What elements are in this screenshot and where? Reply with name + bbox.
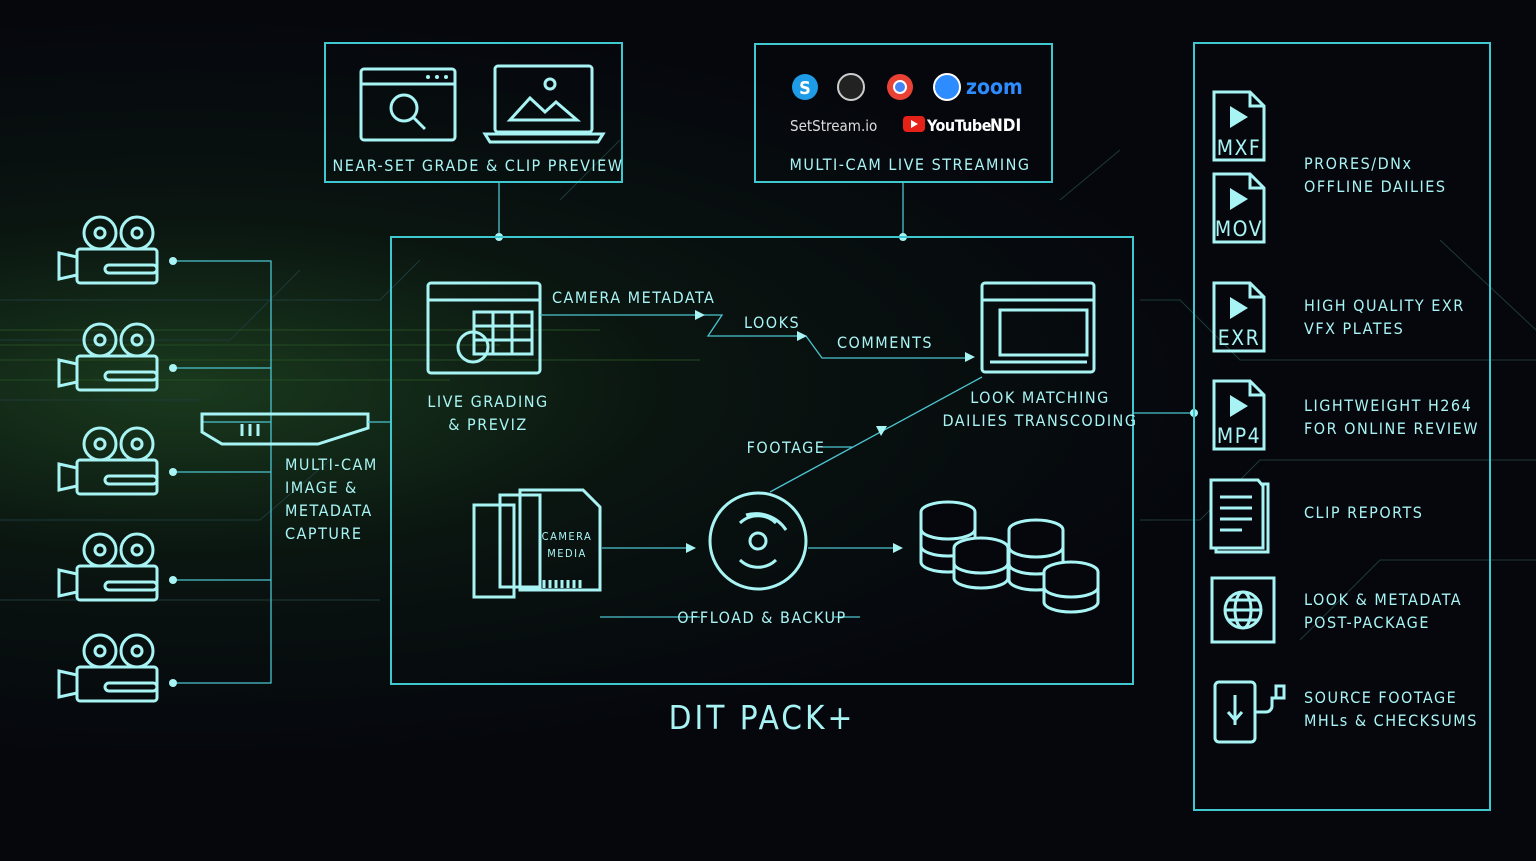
storage-database-icon (919, 500, 1100, 614)
streaming-logos: S zoom SetStream.io YouTube NDI (790, 73, 1023, 136)
camera-metadata-label: CAMERA METADATA (552, 288, 715, 307)
svg-text:SOURCE FOOTAGE: SOURCE FOOTAGE (1304, 688, 1457, 707)
camera-media-icon (472, 488, 602, 599)
usb-drive-icon (1213, 680, 1286, 744)
svg-text:& PREVIZ: & PREVIZ (448, 415, 528, 434)
live-grading-monitor-icon (426, 281, 542, 375)
near-set-grade-box (324, 42, 623, 183)
output-clip-reports: CLIP REPORTS (1209, 478, 1423, 554)
svg-text:VFX PLATES: VFX PLATES (1304, 319, 1404, 338)
svg-text:LOOK & METADATA: LOOK & METADATA (1304, 590, 1462, 609)
svg-text:YouTube: YouTube (926, 116, 992, 135)
svg-text:CAPTURE: CAPTURE (285, 524, 363, 543)
svg-text:DAILIES TRANSCODING: DAILIES TRANSCODING (943, 411, 1138, 430)
skype-logo (792, 74, 818, 100)
svg-text:IMAGE &: IMAGE & (285, 478, 358, 497)
footage-label: FOOTAGE (747, 438, 826, 457)
camera-icon (57, 426, 159, 496)
svg-text:MULTI-CAM: MULTI-CAM (285, 455, 378, 474)
outputs-box (1193, 42, 1491, 811)
camera-icon (57, 532, 159, 602)
svg-text:CAMERA: CAMERA (542, 530, 593, 543)
looks-label: LOOKS (744, 313, 800, 332)
live-grading-label: LIVE GRADING (427, 392, 548, 411)
camera-icon (57, 633, 159, 703)
svg-text:zoom: zoom (966, 75, 1023, 99)
capture-label: MULTI-CAM IMAGE & METADATA CAPTURE (285, 455, 378, 543)
camera-array (57, 215, 272, 703)
svg-text:MEDIA: MEDIA (547, 547, 587, 560)
document-icon (1209, 478, 1270, 554)
svg-text:MP4: MP4 (1217, 424, 1261, 448)
dit-pack-box (390, 236, 1134, 685)
svg-text:POST-PACKAGE: POST-PACKAGE (1304, 613, 1430, 632)
obs-logo (837, 73, 865, 101)
svg-text:MOV: MOV (1215, 217, 1263, 241)
look-matching-monitor-icon (980, 281, 1096, 374)
output-exr: EXR HIGH QUALITY EXR VFX PLATES (1212, 281, 1465, 353)
live-streaming-label: MULTI-CAM LIVE STREAMING (789, 155, 1030, 174)
disc-drive-icon (708, 491, 808, 591)
look-matching-label: LOOK MATCHING (970, 388, 1110, 407)
zoom-logo (933, 73, 961, 101)
svg-text:OFFLINE DAILIES: OFFLINE DAILIES (1304, 177, 1446, 196)
svg-text:MHLs & CHECKSUMS: MHLs & CHECKSUMS (1304, 711, 1478, 730)
comments-label: COMMENTS (837, 333, 933, 352)
svg-text:NDI: NDI (990, 116, 1021, 136)
offload-backup-label: OFFLOAD & BACKUP (677, 608, 846, 627)
svg-text:HIGH QUALITY EXR: HIGH QUALITY EXR (1304, 296, 1465, 315)
output-source-footage: SOURCE FOOTAGE MHLs & CHECKSUMS (1213, 680, 1478, 744)
svg-text:S: S (799, 78, 811, 99)
globe-icon (1210, 576, 1276, 644)
svg-text:PRORES/DNx: PRORES/DNx (1304, 154, 1412, 173)
svg-text:MXF: MXF (1217, 136, 1262, 160)
svg-text:SetStream.io: SetStream.io (790, 117, 877, 135)
laptop-image-icon (482, 64, 606, 144)
svg-text:LIGHTWEIGHT H264: LIGHTWEIGHT H264 (1304, 396, 1472, 415)
svg-text:CLIP REPORTS: CLIP REPORTS (1304, 503, 1423, 522)
camera-icon (57, 215, 159, 285)
dit-pack-title: DIT PACK+ (669, 698, 856, 737)
near-set-grade-label: NEAR-SET GRADE & CLIP PREVIEW (333, 156, 624, 175)
svg-text:EXR: EXR (1218, 326, 1261, 350)
output-look-metadata: LOOK & METADATA POST-PACKAGE (1210, 576, 1462, 644)
browser-search-icon (359, 67, 457, 142)
capture-device-icon (200, 412, 370, 446)
svg-text:METADATA: METADATA (285, 501, 373, 520)
svg-text:FOR ONLINE REVIEW: FOR ONLINE REVIEW (1304, 419, 1479, 438)
